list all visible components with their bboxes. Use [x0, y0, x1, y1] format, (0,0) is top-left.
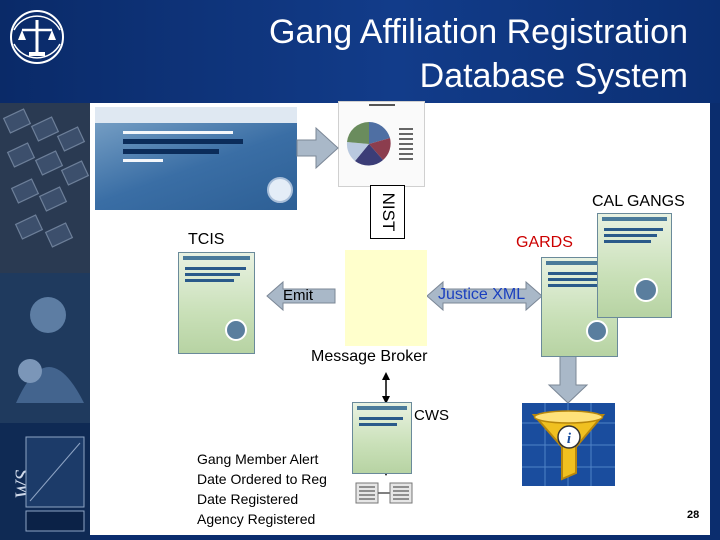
alert-field: Date Registered	[197, 491, 299, 507]
tcis-label: TCIS	[188, 231, 225, 248]
nist-label: NIST	[379, 192, 398, 232]
doc-emblem-icon	[634, 278, 658, 302]
cover-title-bars	[123, 131, 243, 171]
tcis-document	[178, 252, 255, 354]
network-icon	[354, 477, 414, 507]
slide-title: Gang Affiliation Registration Database S…	[269, 10, 688, 98]
message-broker-box	[345, 250, 427, 346]
slide-header: Gang Affiliation Registration Database S…	[0, 0, 720, 103]
alert-field: Gang Member Alert	[197, 451, 319, 467]
justice-xml-label: Justice XML	[438, 286, 526, 303]
cws-label: CWS	[414, 407, 449, 424]
alert-field-list: Gang Member Alert Date Ordered to Reg Da…	[197, 449, 327, 529]
emit-label: Emit	[283, 287, 313, 304]
scales-of-justice-logo	[8, 8, 66, 66]
alert-field: Agency Registered	[197, 511, 316, 527]
svg-text:i: i	[567, 431, 572, 447]
title-line-2: Database System	[419, 57, 688, 95]
cover-header-strip	[95, 107, 297, 123]
doc-emblem-icon	[586, 320, 608, 342]
cal-gangs-label: CAL GANGS	[592, 193, 685, 210]
pie-chart-icon	[346, 104, 413, 166]
gards-label: GARDS	[516, 234, 573, 251]
alert-field: Date Ordered to Reg	[197, 471, 327, 487]
cal-gangs-document	[597, 213, 672, 318]
message-broker-label: Message Broker	[311, 348, 428, 365]
nist-report-cover	[95, 107, 297, 210]
page-number: 28	[687, 509, 700, 521]
funnel-info-icon: i	[522, 403, 615, 486]
cws-document	[352, 402, 412, 474]
title-line-1: Gang Affiliation Registration	[269, 13, 688, 51]
nist-label-box: NIST	[370, 185, 405, 239]
cover-seal-icon	[267, 177, 293, 203]
left-photo-strip: WS	[0, 103, 90, 540]
pie-chart-page	[338, 101, 425, 187]
doc-emblem-icon	[225, 319, 247, 341]
